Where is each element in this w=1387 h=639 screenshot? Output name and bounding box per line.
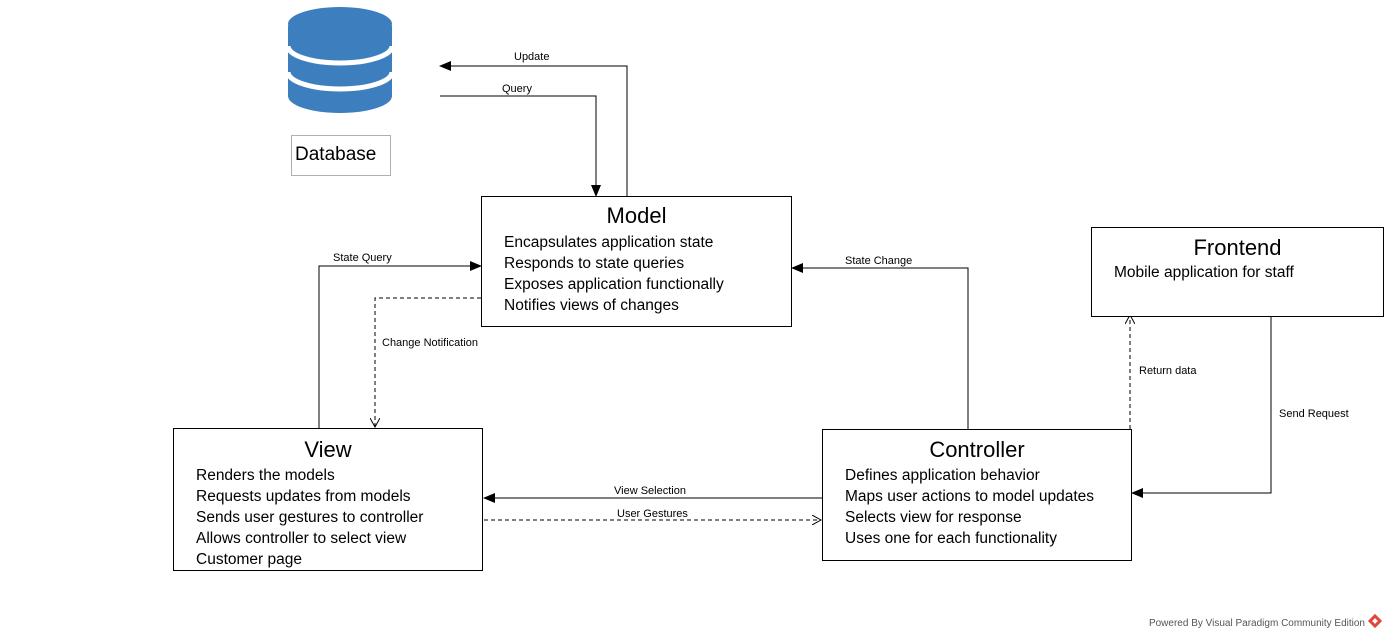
view-line: Allows controller to select view bbox=[196, 530, 407, 547]
footer-powered-by: Powered By bbox=[1148, 618, 1203, 629]
connector-update bbox=[439, 61, 628, 196]
controller-line: Defines application behavior bbox=[845, 467, 1040, 484]
label-state-change: State Change bbox=[845, 255, 913, 267]
label-change-notification: Change Notification bbox=[382, 337, 479, 349]
view-line: Requests updates from models bbox=[196, 488, 411, 505]
label-send-request: Send Request bbox=[1279, 408, 1349, 420]
model-line: Notifies views of changes bbox=[504, 297, 679, 314]
view-line: Renders the models bbox=[196, 467, 335, 484]
connector-query bbox=[440, 95, 601, 197]
controller-title: Controller bbox=[929, 437, 1025, 462]
model-line: Exposes application functionally bbox=[504, 276, 724, 293]
frontend-line: Mobile application for staff bbox=[1114, 264, 1294, 281]
database-icon bbox=[285, 7, 395, 113]
label-view-selection: View Selection bbox=[614, 485, 686, 497]
label-state-query: State Query bbox=[333, 252, 392, 264]
connector-state-query bbox=[318, 261, 482, 429]
frontend-box[interactable]: Frontend Mobile application for staff bbox=[1091, 227, 1384, 317]
model-line: Encapsulates application state bbox=[504, 234, 714, 251]
view-title: View bbox=[304, 437, 352, 462]
model-title: Model bbox=[606, 203, 667, 228]
view-line: Customer page bbox=[196, 551, 302, 568]
model-box[interactable]: Model Encapsulates application state Res… bbox=[481, 196, 792, 327]
database-icon-band-2 bbox=[285, 71, 395, 92]
controller-box[interactable]: Controller Defines application behavior … bbox=[822, 429, 1132, 561]
connector-change-notification bbox=[375, 297, 481, 427]
model-line: Responds to state queries bbox=[504, 255, 685, 272]
view-line: Sends user gestures to controller bbox=[196, 509, 424, 526]
frontend-title: Frontend bbox=[1193, 235, 1282, 260]
database-icon-body bbox=[288, 26, 392, 113]
footer-product: Visual Paradigm Community Edition bbox=[1205, 618, 1365, 629]
label-user-gestures: User Gestures bbox=[617, 508, 688, 520]
database-icon-top bbox=[288, 7, 392, 41]
view-box[interactable]: View Renders the models Requests updates… bbox=[173, 428, 483, 571]
label-update: Update bbox=[514, 51, 550, 63]
footer-credit: Powered By Visual Paradigm Community Edi… bbox=[1149, 618, 1365, 629]
label-return-data: Return data bbox=[1139, 365, 1197, 377]
controller-line: Uses one for each functionality bbox=[845, 530, 1057, 547]
database-icon-band-1 bbox=[285, 45, 395, 66]
connector-send-request bbox=[1131, 317, 1272, 498]
controller-line: Maps user actions to model updates bbox=[845, 488, 1094, 505]
label-query: Query bbox=[502, 83, 532, 95]
visual-paradigm-logo-icon bbox=[1367, 613, 1383, 629]
database-label: Database bbox=[291, 135, 391, 176]
controller-line: Selects view for response bbox=[845, 509, 1022, 526]
connector-state-change bbox=[791, 263, 969, 429]
